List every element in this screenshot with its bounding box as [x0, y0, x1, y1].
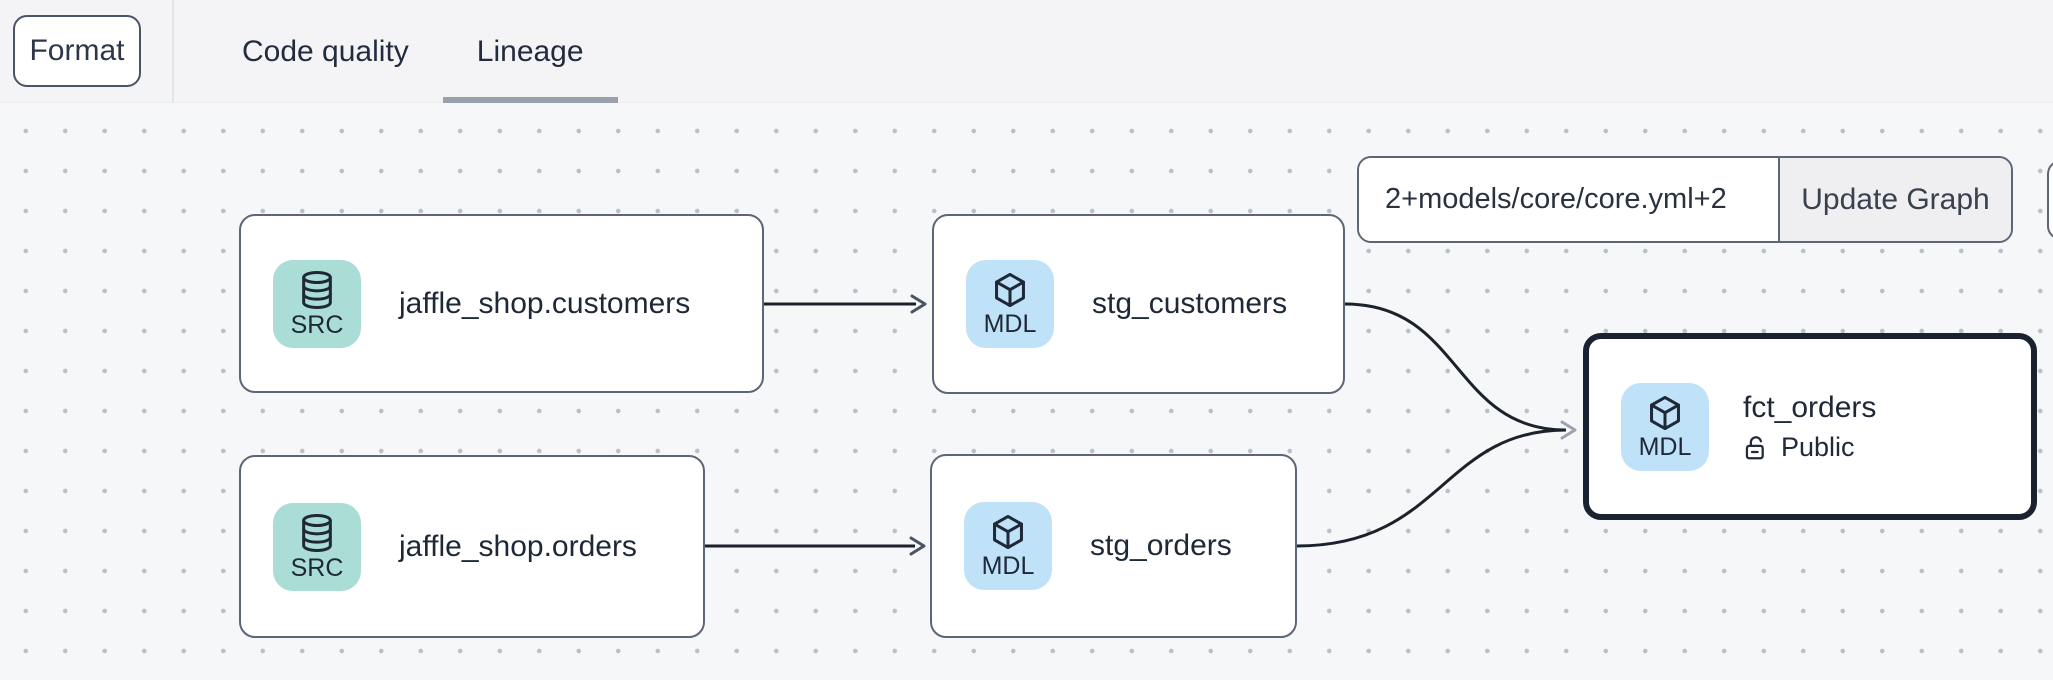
top-bar: Format Code quality Lineage [0, 0, 2053, 103]
node-jaffle-shop-orders[interactable]: SRC jaffle_shop.orders [239, 455, 705, 638]
cube-icon [993, 514, 1023, 550]
tab-bar: Code quality Lineage [208, 0, 618, 103]
topbar-divider [172, 0, 174, 103]
node-stg-customers[interactable]: MDL stg_customers [932, 214, 1345, 394]
access-row: Public [1743, 432, 1876, 463]
badge-label: MDL [1638, 432, 1692, 461]
node-stg-orders[interactable]: MDL stg_orders [930, 454, 1297, 638]
access-label: Public [1781, 431, 1855, 462]
database-icon [302, 513, 332, 552]
node-title: fct_orders [1743, 390, 1877, 424]
badge-label: SRC [290, 310, 344, 339]
arrowhead-icon [1560, 420, 1577, 440]
tab-code-quality[interactable]: Code quality [242, 34, 409, 68]
model-badge: MDL [964, 502, 1052, 590]
node-title: stg_orders [1090, 529, 1232, 562]
clipped-edge-button[interactable] [2047, 160, 2053, 240]
edge-stg-orders-to-fct [1296, 428, 1567, 548]
node-text-column: fct_orders Public [1743, 391, 1876, 463]
arrowhead-icon [910, 294, 927, 314]
model-badge: MDL [966, 260, 1054, 348]
node-title: stg_customers [1092, 287, 1288, 320]
arrowhead-icon [909, 536, 926, 556]
source-badge: SRC [273, 502, 361, 591]
badge-label: MDL [981, 552, 1035, 580]
tab-lineage[interactable]: Lineage [442, 0, 618, 103]
database-icon [302, 270, 332, 309]
node-title: jaffle_shop.orders [399, 529, 637, 563]
lineage-canvas[interactable]: SRC jaffle_shop.customers MDL stg_custom… [0, 103, 2053, 680]
model-badge: MDL [1621, 382, 1709, 471]
update-graph-button[interactable]: Update Graph [1778, 158, 2011, 241]
cube-icon [995, 272, 1025, 308]
source-badge: SRC [273, 259, 361, 348]
lineage-edges [705, 294, 1577, 556]
badge-label: MDL [983, 310, 1037, 338]
node-fct-orders[interactable]: MDL fct_orders Public [1583, 333, 2037, 520]
node-title: jaffle_shop.customers [399, 286, 691, 320]
badge-label: SRC [290, 553, 344, 582]
lock-open-icon [1745, 435, 1764, 459]
graph-selector-control: Update Graph [1357, 156, 2013, 243]
node-jaffle-shop-customers[interactable]: SRC jaffle_shop.customers [239, 214, 764, 393]
graph-selector-input[interactable] [1359, 158, 1778, 241]
edge-stg-customers-to-fct [1344, 302, 1567, 432]
format-button[interactable]: Format [13, 15, 141, 87]
cube-icon [1650, 395, 1680, 430]
